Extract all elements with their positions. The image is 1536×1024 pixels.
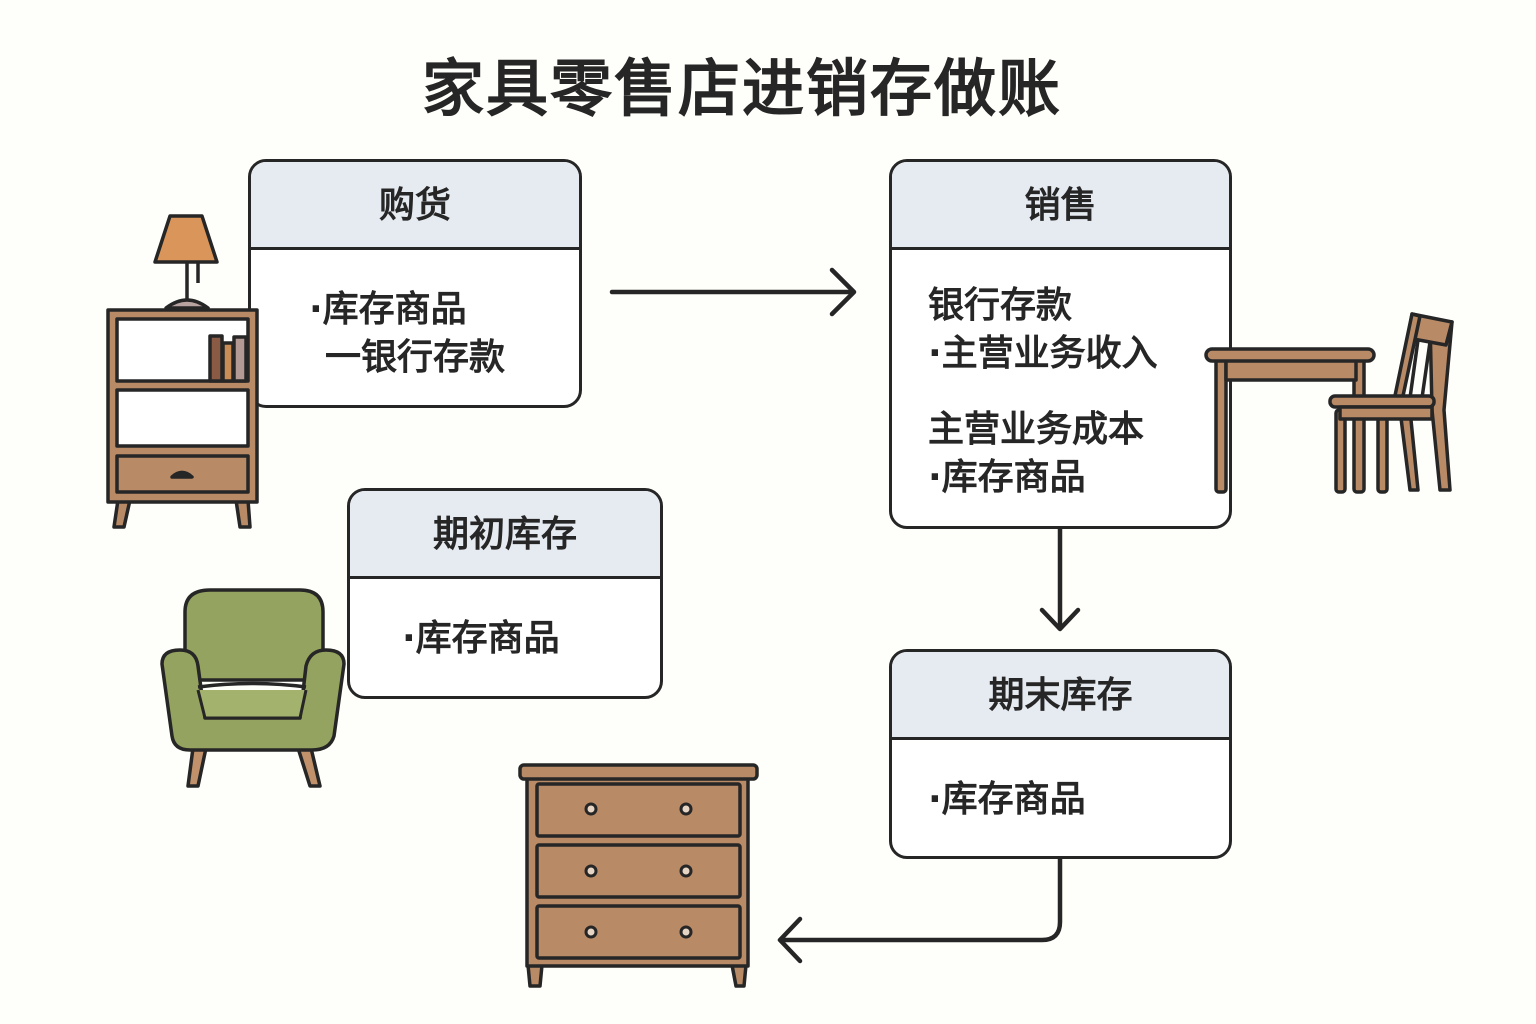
- closing-inventory-header: 期末库存: [892, 652, 1229, 740]
- entry-line: 主营业务成本: [928, 409, 1145, 450]
- purchase-box-header: 购货: [251, 162, 579, 250]
- arrow-closing-to-dresser: [777, 856, 1063, 964]
- dresser-icon: [518, 763, 759, 988]
- entry-line: ·库存商品: [402, 618, 560, 659]
- entry-line: 一银行存款: [325, 337, 506, 378]
- page-title: 家具零售店进销存做账: [421, 52, 1062, 125]
- arrow-sales-to-closing: [1039, 526, 1081, 632]
- purchase-box: 购货 ·库存商品 一银行存款: [248, 159, 582, 408]
- closing-inventory-box: 期末库存 ·库存商品: [889, 649, 1232, 859]
- entry-line: ·库存商品: [928, 779, 1086, 820]
- bookshelf-icon: [106, 308, 259, 529]
- entry-line: ·库存商品: [309, 289, 467, 330]
- entry-line: ·主营业务收入: [928, 333, 1158, 374]
- chair-icon: [1328, 312, 1454, 494]
- opening-inventory-header: 期初库存: [350, 491, 660, 579]
- entry-line: 银行存款: [928, 285, 1073, 326]
- opening-inventory-box: 期初库存 ·库存商品: [347, 488, 663, 699]
- entry-line: ·库存商品: [928, 457, 1086, 498]
- lamp-icon: [153, 214, 219, 310]
- sales-box: 销售 银行存款 ·主营业务收入 主营业务成本 ·库存商品: [889, 159, 1232, 529]
- arrow-purchase-to-sales: [609, 267, 857, 317]
- sales-box-header: 销售: [892, 162, 1229, 250]
- dining-table-icon: [1204, 347, 1376, 494]
- armchair-icon: [160, 588, 346, 788]
